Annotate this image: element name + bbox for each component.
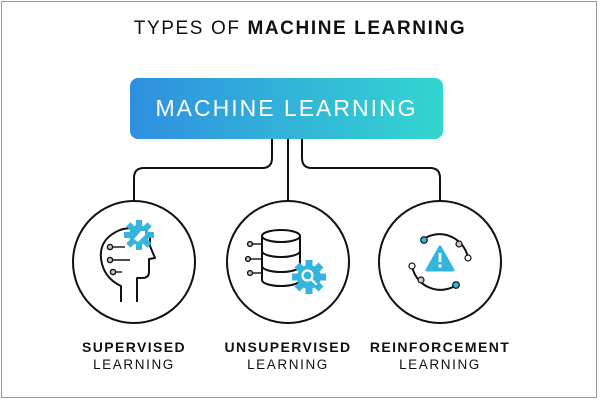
supervised-gear-icon bbox=[124, 220, 154, 250]
unsupervised-circle bbox=[226, 200, 350, 324]
category-supervised-line1: SUPERVISED bbox=[82, 339, 186, 355]
connector-lines bbox=[133, 139, 441, 202]
page-title: TYPES OF MACHINE LEARNING bbox=[0, 18, 600, 40]
cycle-with-warning-icon bbox=[408, 233, 472, 291]
category-reinforcement-line1: REINFORCEMENT bbox=[369, 339, 511, 355]
head-with-gear-icon bbox=[99, 220, 156, 302]
title-bold: MACHINE LEARNING bbox=[247, 18, 467, 39]
magnifier-icon bbox=[301, 269, 318, 286]
category-unsupervised-line2: LEARNING bbox=[247, 357, 329, 372]
category-reinforcement: REINFORCEMENT LEARNING bbox=[355, 338, 525, 374]
connector-left bbox=[133, 139, 273, 201]
root-node-label: MACHINE LEARNING bbox=[155, 95, 418, 121]
head-profile-outline bbox=[99, 227, 156, 302]
reinforcement-circle bbox=[378, 200, 502, 324]
category-supervised-line2: LEARNING bbox=[93, 357, 175, 372]
supervised-circle bbox=[72, 200, 196, 324]
cycle-arrows bbox=[411, 233, 469, 291]
category-unsupervised: UNSUPERVISED LEARNING bbox=[203, 338, 373, 374]
tag-icon bbox=[134, 231, 145, 242]
category-unsupervised-line1: UNSUPERVISED bbox=[224, 339, 352, 355]
node-circles bbox=[72, 200, 502, 324]
category-supervised: SUPERVISED LEARNING bbox=[49, 338, 219, 374]
connector-right bbox=[301, 139, 441, 201]
database-circuit bbox=[244, 240, 262, 277]
title-light: TYPES OF bbox=[133, 18, 241, 39]
database-with-search-gear-icon bbox=[244, 229, 326, 294]
brain-circuit bbox=[106, 243, 130, 276]
root-node: MACHINE LEARNING bbox=[130, 78, 443, 139]
search-gear-icon bbox=[292, 260, 326, 294]
category-reinforcement-line2: LEARNING bbox=[399, 357, 481, 372]
cycle-dots bbox=[408, 236, 472, 289]
warning-icon bbox=[425, 245, 455, 272]
